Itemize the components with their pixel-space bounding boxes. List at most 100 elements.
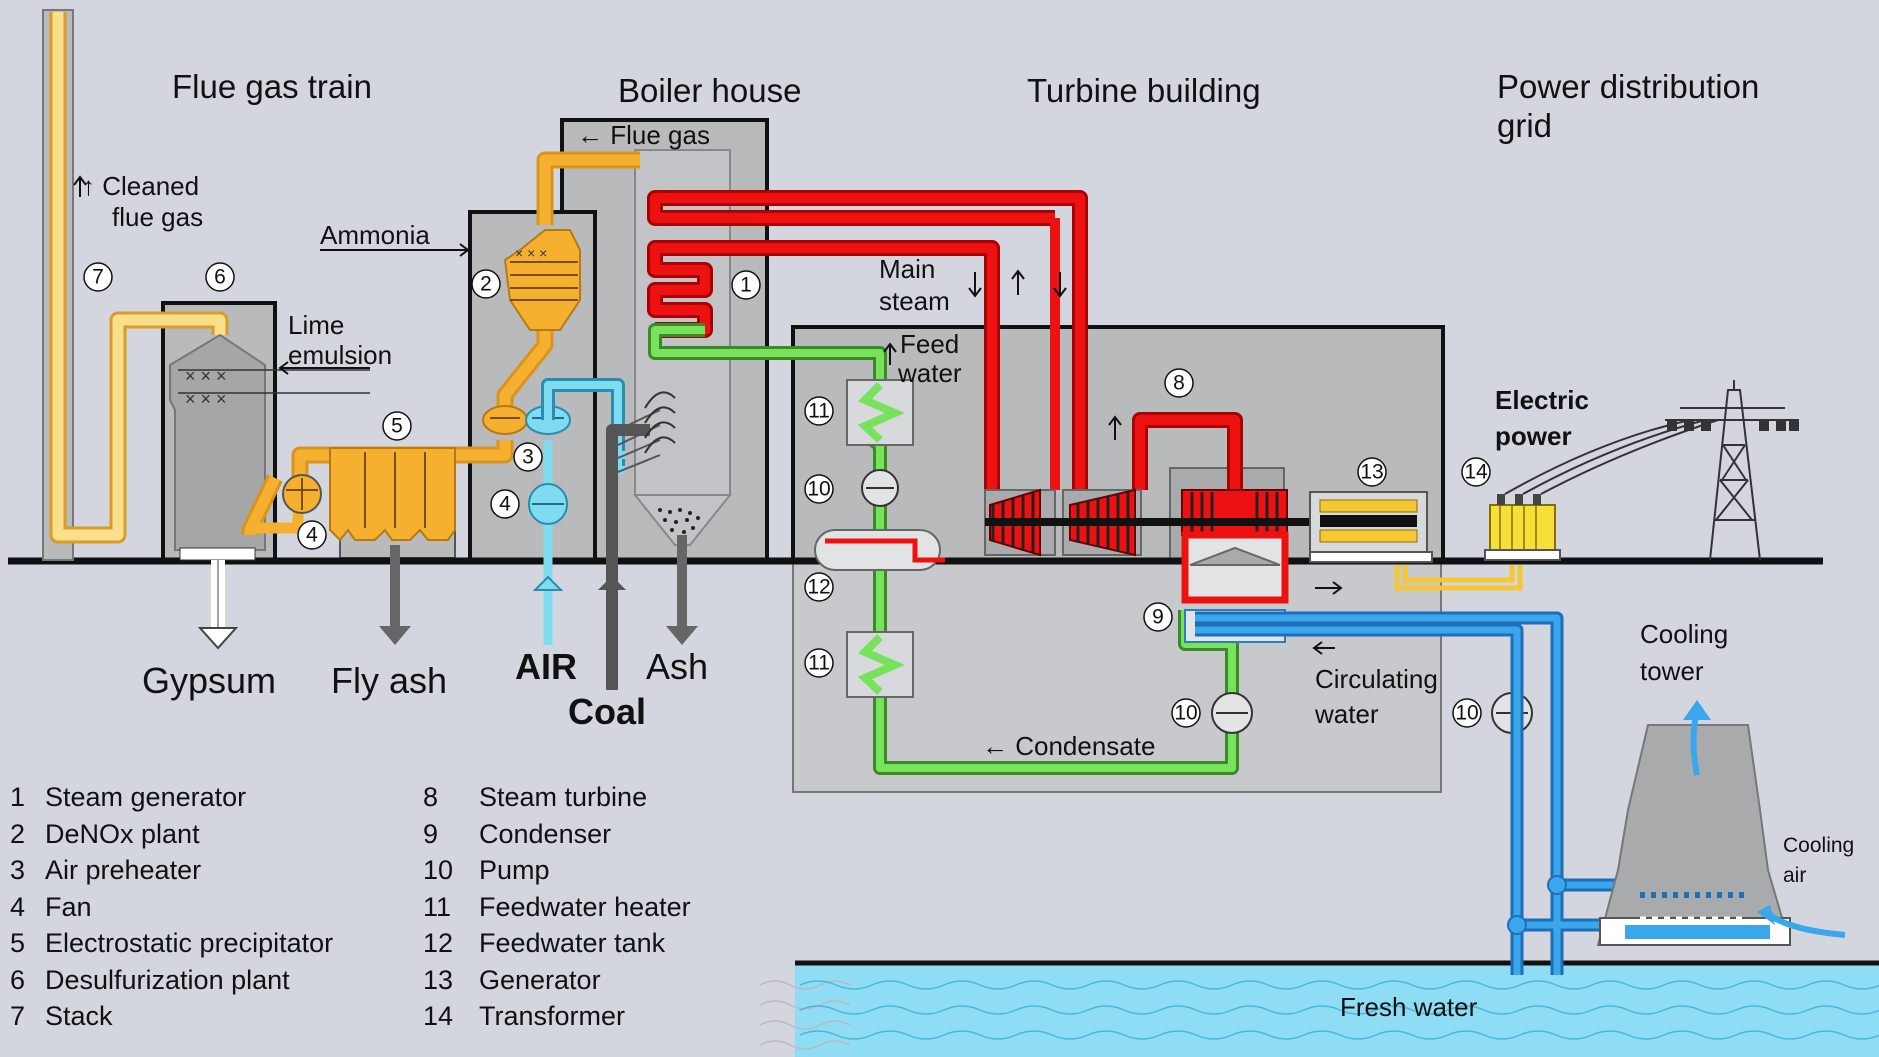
marker-precipitator: 5 xyxy=(391,415,403,438)
marker-feedwater-heater-top: 11 xyxy=(808,400,830,423)
output-arrows xyxy=(197,535,698,650)
marker-feedwater-heater-bottom: 11 xyxy=(808,652,830,675)
label-flue-gas: ← Flue gas xyxy=(577,120,710,150)
label-feed-water: Feed xyxy=(900,329,959,359)
marker-steam-generator: 1 xyxy=(740,274,752,297)
cooling-water-lines xyxy=(1195,611,1745,975)
legend-text: Feedwater heater xyxy=(479,892,691,922)
electrostatic-precipitator xyxy=(329,447,456,542)
legend-num: 1 xyxy=(10,782,25,812)
generator xyxy=(1309,491,1523,591)
marker-air-fan: 4 xyxy=(499,493,511,516)
ash-particles xyxy=(658,508,700,534)
transformer xyxy=(1484,494,1561,561)
label-fresh-water: Fresh water xyxy=(1340,992,1478,1022)
svg-text:× × ×: × × × xyxy=(185,389,227,409)
flue-gas-ducts xyxy=(241,151,640,539)
legend-num: 10 xyxy=(423,855,453,885)
label-condensate: ← Condensate xyxy=(982,731,1155,761)
legend-num: 13 xyxy=(423,965,453,995)
label-main-steam-line2: steam xyxy=(879,286,950,316)
steam-lines xyxy=(647,190,1243,490)
marker-cooling-pump: 10 xyxy=(1455,702,1478,725)
legend-num: 5 xyxy=(10,928,25,958)
coal-line xyxy=(598,391,676,690)
section-power-grid-line2: grid xyxy=(1497,107,1552,144)
legend-num: 12 xyxy=(423,928,453,958)
marker-transformer: 14 xyxy=(1464,461,1488,484)
legend-text: Stack xyxy=(45,1001,113,1031)
label-circulating-water-line2: water xyxy=(1314,699,1379,729)
legend-num: 7 xyxy=(10,1001,25,1031)
label-circulating-water: Circulating xyxy=(1315,664,1438,694)
legend-num: 6 xyxy=(10,965,25,995)
label-electric-power: Electric xyxy=(1495,385,1589,415)
marker-condensate-pump: 10 xyxy=(1174,702,1197,725)
legend-text: Condenser xyxy=(479,819,611,849)
label-feed-water-line2: water xyxy=(897,358,962,388)
feedwater-tank xyxy=(814,529,945,571)
marker-stack: 7 xyxy=(92,266,104,289)
marker-feed-pump: 10 xyxy=(807,478,830,501)
component-markers: 7 6 2 1 5 3 4 4 11 10 12 11 8 9 10 13 14… xyxy=(83,262,1491,728)
legend-text: Transformer xyxy=(479,1001,625,1031)
marker-desulfurization: 6 xyxy=(214,266,226,289)
label-lime-emulsion-line2: emulsion xyxy=(288,340,392,370)
section-boiler-house: Boiler house xyxy=(618,72,801,109)
fresh-water-body xyxy=(759,960,1879,1057)
marker-condenser: 9 xyxy=(1152,606,1164,629)
fan xyxy=(282,474,322,514)
label-main-steam: Main xyxy=(879,254,935,284)
small-arrows xyxy=(73,175,1343,655)
legend-text: Steam generator xyxy=(45,782,246,812)
label-fly-ash: Fly ash xyxy=(331,660,447,701)
marker-steam-turbine: 8 xyxy=(1173,372,1185,395)
label-ash: Ash xyxy=(646,646,708,687)
section-turbine-building: Turbine building xyxy=(1027,72,1261,109)
legend-num: 4 xyxy=(10,892,25,922)
marker-generator: 13 xyxy=(1360,461,1383,484)
cooling-tower xyxy=(1596,700,1846,946)
legend-text: Electrostatic precipitator xyxy=(45,928,333,958)
legend-text: Feedwater tank xyxy=(479,928,666,958)
label-electric-power-line2: power xyxy=(1495,421,1572,451)
legend-text: DeNOx plant xyxy=(45,819,200,849)
legend-text: Fan xyxy=(45,892,92,922)
section-flue-gas-train: Flue gas train xyxy=(172,68,372,105)
feedwater-heaters xyxy=(846,379,914,698)
legend-text: Pump xyxy=(479,855,550,885)
svg-text:× × ×: × × × xyxy=(515,245,547,261)
legend-text: Generator xyxy=(479,965,601,995)
label-coal: Coal xyxy=(568,691,646,732)
legend-num: 11 xyxy=(423,892,451,922)
label-air: AIR xyxy=(515,646,577,687)
desulfurization-plant: × × × × × × xyxy=(169,333,370,561)
legend-text: Desulfurization plant xyxy=(45,965,290,995)
label-cooling-tower: Cooling xyxy=(1640,619,1728,649)
section-power-grid: Power distribution xyxy=(1497,68,1759,105)
legend-num: 14 xyxy=(423,1001,453,1031)
legend-num: 2 xyxy=(10,819,25,849)
svg-text:× × ×: × × × xyxy=(185,366,227,386)
ash-hopper xyxy=(632,494,733,546)
legend-num: 3 xyxy=(10,855,25,885)
legend: 1 Steam generator 2 DeNOx plant 3 Air pr… xyxy=(10,782,691,1031)
label-lime-emulsion: Lime xyxy=(288,310,344,340)
legend-text: Steam turbine xyxy=(479,782,647,812)
denox-plant: × × × xyxy=(503,229,581,331)
stack xyxy=(42,9,229,561)
label-gypsum: Gypsum xyxy=(142,660,276,701)
legend-num: 8 xyxy=(423,782,438,812)
label-cooling-air: Cooling xyxy=(1783,834,1854,857)
legend-text: Air preheater xyxy=(45,855,201,885)
label-cleaned-flue-gas-line2: flue gas xyxy=(112,202,203,232)
marker-feedwater-tank: 12 xyxy=(807,576,830,599)
label-ammonia: Ammonia xyxy=(320,220,430,250)
label-cooling-air-line2: air xyxy=(1783,864,1806,887)
label-cooling-tower-line2: tower xyxy=(1640,656,1704,686)
transmission-tower xyxy=(1504,380,1799,561)
legend-num: 9 xyxy=(423,819,438,849)
marker-flue-fan: 4 xyxy=(306,524,318,547)
